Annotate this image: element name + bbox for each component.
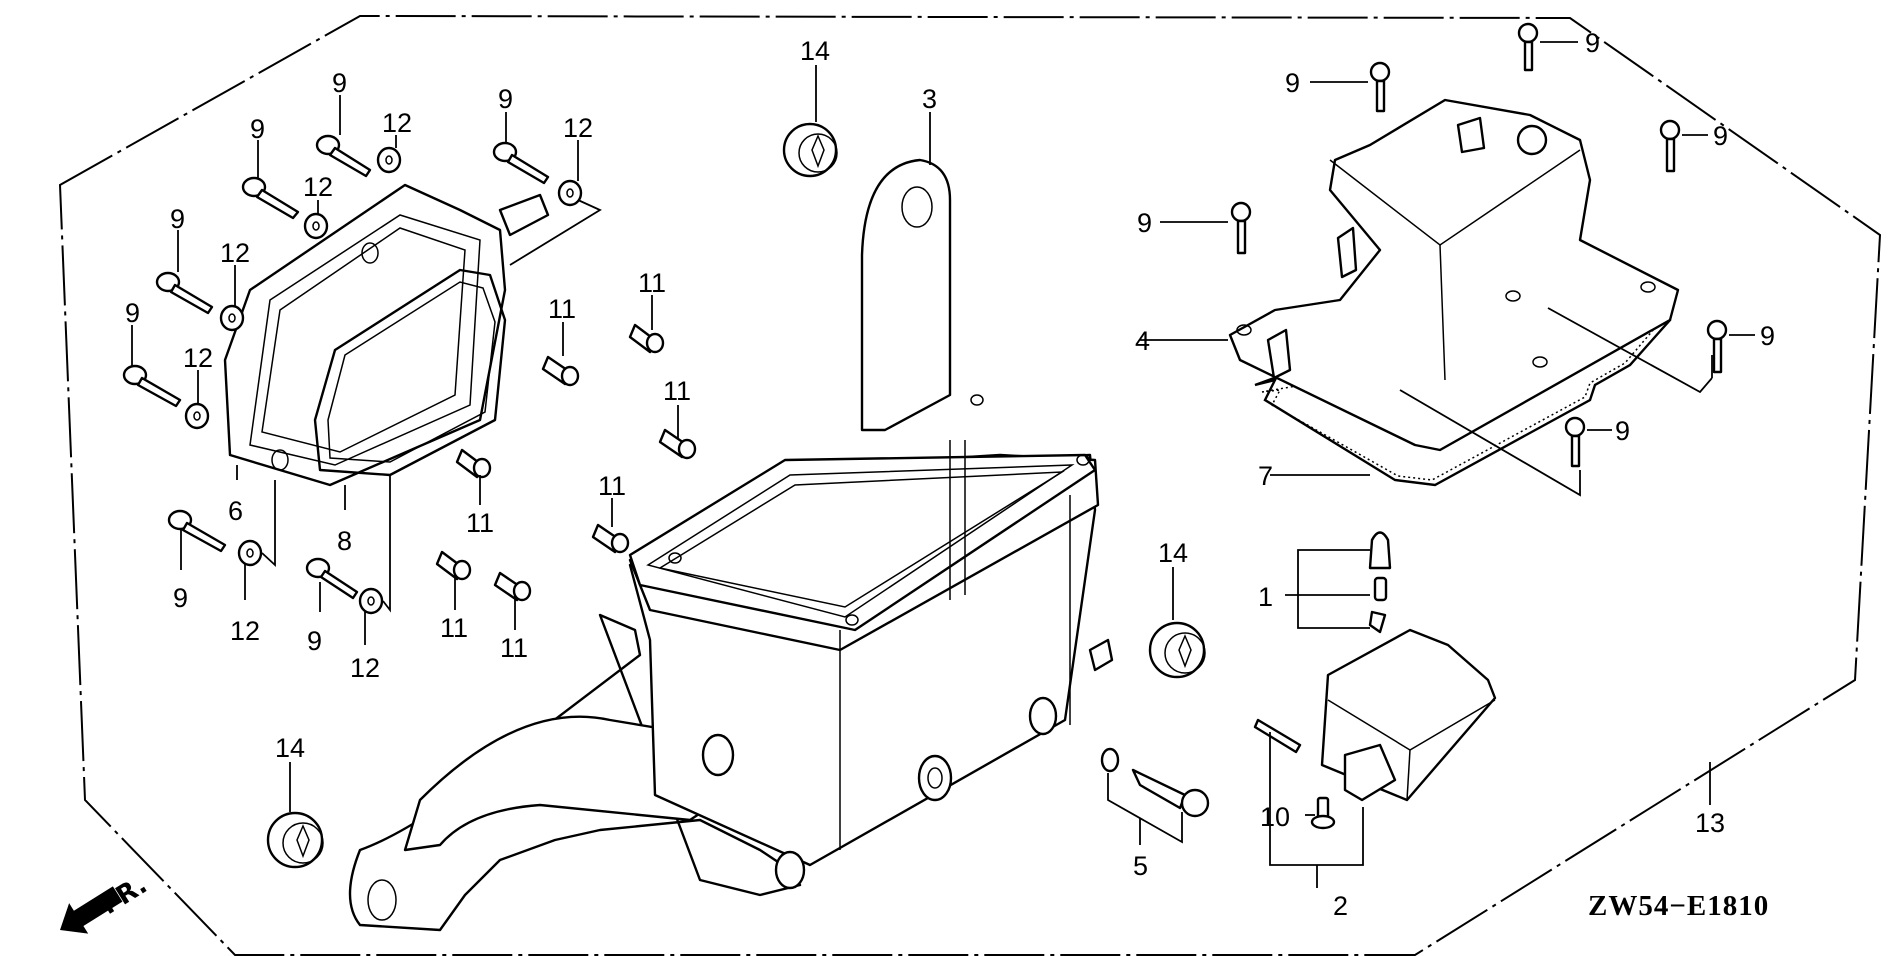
- callout-11[interactable]: 11: [500, 633, 528, 663]
- callout-13[interactable]: 13: [1695, 808, 1725, 838]
- bolt-9[interactable]: [1517, 22, 1539, 72]
- washer-12[interactable]: [237, 539, 263, 567]
- callout-11[interactable]: 11: [548, 294, 576, 324]
- callout-11[interactable]: 11: [466, 508, 494, 538]
- callout-9[interactable]: 9: [1585, 28, 1600, 58]
- callout-12[interactable]: 12: [350, 653, 380, 683]
- grommet-14-right[interactable]: [1148, 621, 1206, 679]
- bolt-9[interactable]: [241, 176, 300, 220]
- bolt-9[interactable]: [122, 364, 182, 408]
- callout-labels: 1 2 3 4 5 6 7 8 9 9 9 9 9 9 9 9 9 9 9 9 …: [125, 28, 1775, 921]
- callout-12[interactable]: 12: [230, 616, 260, 646]
- callout-12[interactable]: 12: [303, 172, 333, 202]
- bolt-9[interactable]: [315, 134, 372, 178]
- bolt-9[interactable]: [1706, 319, 1728, 374]
- callout-7[interactable]: 7: [1258, 461, 1273, 491]
- callout-12[interactable]: 12: [220, 238, 250, 268]
- collar-11[interactable]: [541, 355, 580, 387]
- callout-12[interactable]: 12: [183, 343, 213, 373]
- electrical-case-3[interactable]: [348, 158, 1114, 932]
- washer-12[interactable]: [376, 146, 402, 174]
- callout-9[interactable]: 9: [498, 84, 513, 114]
- bolt-9[interactable]: [167, 509, 227, 553]
- callout-14[interactable]: 14: [275, 733, 305, 763]
- callout-1[interactable]: 1: [1258, 582, 1273, 612]
- regulator-2[interactable]: [1253, 628, 1497, 888]
- bolt-9[interactable]: [492, 141, 550, 185]
- collar-11[interactable]: [435, 550, 472, 581]
- collar-11[interactable]: [493, 571, 532, 602]
- callout-14[interactable]: 14: [1158, 538, 1188, 568]
- callout-9[interactable]: 9: [1285, 68, 1300, 98]
- side-cover-6[interactable]: [223, 183, 550, 487]
- washer-12[interactable]: [184, 402, 210, 430]
- callout-12[interactable]: 12: [563, 113, 593, 143]
- grommet-14-top[interactable]: [782, 122, 838, 178]
- bolt-9[interactable]: [1659, 119, 1681, 173]
- screw-set-5[interactable]: [1100, 747, 1210, 845]
- washer-12[interactable]: [303, 212, 329, 240]
- callout-9[interactable]: 9: [1615, 416, 1630, 446]
- callout-9[interactable]: 9: [250, 114, 265, 144]
- front-direction-label: FR.: [96, 870, 153, 921]
- callout-11[interactable]: 11: [663, 376, 691, 406]
- bolt-9[interactable]: [1564, 416, 1586, 468]
- bolt-group-right: [1140, 22, 1755, 497]
- bolt-9[interactable]: [155, 271, 214, 315]
- callout-4[interactable]: 4: [1135, 326, 1150, 356]
- bolt-9[interactable]: [1369, 61, 1391, 113]
- washer-12[interactable]: [219, 304, 245, 332]
- callout-2[interactable]: 2: [1333, 891, 1348, 921]
- assembly-boundary: [58, 14, 1882, 956]
- bolt-9[interactable]: [305, 557, 359, 600]
- callout-3[interactable]: 3: [922, 84, 937, 114]
- callout-9[interactable]: 9: [170, 204, 185, 234]
- callout-9[interactable]: 9: [1713, 121, 1728, 151]
- callout-9[interactable]: 9: [1760, 321, 1775, 351]
- callout-14[interactable]: 14: [800, 36, 830, 66]
- side-cover-gasket-8[interactable]: [313, 268, 507, 477]
- callout-12[interactable]: 12: [382, 108, 412, 138]
- collar-11[interactable]: [591, 523, 630, 554]
- collar-11[interactable]: [658, 428, 697, 460]
- collar-11[interactable]: [628, 323, 665, 354]
- callout-9[interactable]: 9: [1137, 208, 1152, 238]
- electrical-case-cover-4[interactable]: [1228, 98, 1680, 452]
- drawing-code: ZW54−E1810: [1588, 890, 1769, 922]
- callout-9[interactable]: 9: [332, 68, 347, 98]
- callout-6[interactable]: 6: [228, 496, 243, 526]
- fuse-set-1[interactable]: [1285, 531, 1392, 634]
- bolt-10[interactable]: [1310, 796, 1336, 830]
- collar-11[interactable]: [455, 448, 492, 479]
- callout-11[interactable]: 11: [638, 268, 666, 298]
- callout-5[interactable]: 5: [1133, 851, 1148, 881]
- callout-9[interactable]: 9: [307, 626, 322, 656]
- front-direction-arrow-icon: [60, 886, 123, 934]
- callout-9[interactable]: 9: [125, 298, 140, 328]
- bolt-9[interactable]: [1230, 201, 1252, 255]
- callout-11[interactable]: 11: [440, 613, 468, 643]
- callout-8[interactable]: 8: [337, 526, 352, 556]
- collars-11: [435, 295, 697, 630]
- callout-9[interactable]: 9: [173, 583, 188, 613]
- leader-lines-left: [131, 95, 602, 645]
- bolt-group-left: [122, 134, 583, 615]
- washer-12[interactable]: [557, 179, 583, 207]
- callout-11[interactable]: 11: [598, 471, 626, 501]
- washer-12[interactable]: [358, 587, 384, 615]
- callout-10[interactable]: 10: [1260, 802, 1290, 832]
- grommet-14-bottom[interactable]: [266, 811, 324, 869]
